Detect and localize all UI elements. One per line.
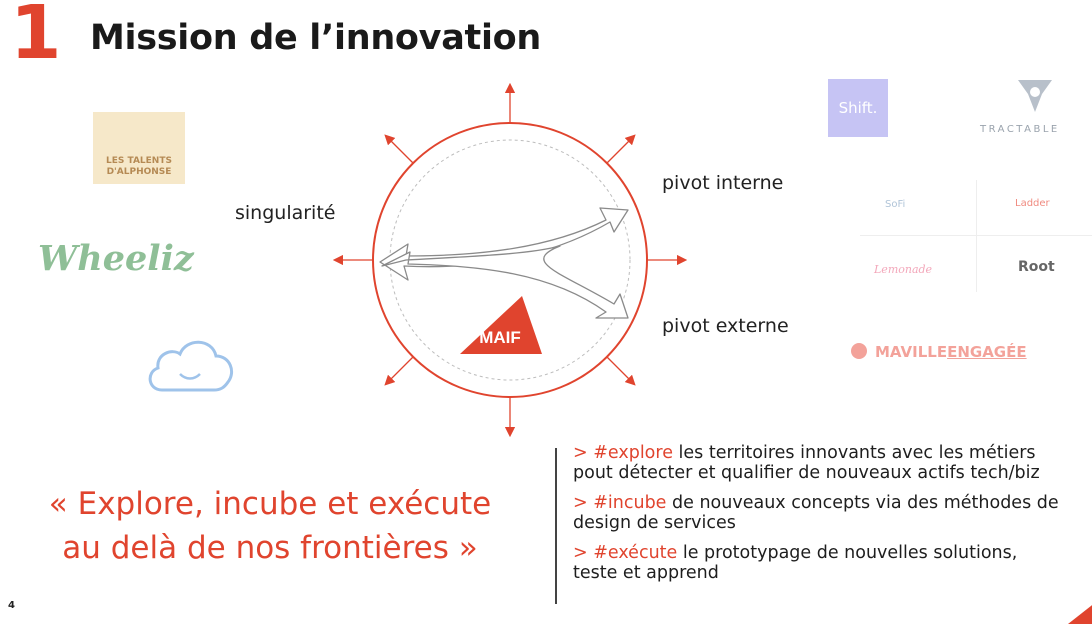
maif-logo: MAIF xyxy=(460,296,542,354)
slide-title: Mission de l’innovation xyxy=(90,18,542,58)
bullet-text: le prototypage de nouvelles solutions, t… xyxy=(573,543,1018,583)
tractable-logo: TRACTABLE xyxy=(980,124,1060,135)
bullet-keyword: #incube xyxy=(593,493,667,513)
label-pivot-externe: pivot externe xyxy=(662,315,789,337)
ladder-logo: Ladder xyxy=(1015,198,1050,209)
logo-grid-divider-v xyxy=(976,180,977,292)
label-singularite: singularité xyxy=(235,202,336,224)
bullet-execute: > #exécute le prototypage de nouvelles s… xyxy=(573,543,1063,583)
innovation-diagram: MAIF xyxy=(332,82,688,438)
root-logo: Root xyxy=(1018,259,1055,275)
vertical-divider xyxy=(555,448,557,604)
bullet-keyword: #explore xyxy=(593,443,673,463)
talents-logo-text: LES TALENTS D'ALPHONSE xyxy=(106,156,172,177)
shift-logo: Shift. xyxy=(828,79,888,137)
lemonade-logo: Lemonade xyxy=(874,263,933,276)
bullet-prefix: > xyxy=(573,543,594,563)
bullet-incube: > #incube de nouveaux concepts via des m… xyxy=(573,493,1063,533)
mission-quote: « Explore, incube et exécute au delà de … xyxy=(20,482,520,570)
talents-alphonse-logo: LES TALENTS D'ALPHONSE xyxy=(93,112,185,184)
bullet-text: les territoires innovants avec les métie… xyxy=(573,443,1040,483)
label-pivot-interne: pivot interne xyxy=(662,172,784,194)
maville-engagee-logo: MAVILLEENGAGÉE xyxy=(851,343,1027,361)
bullet-text: de nouveaux concepts via des méthodes de… xyxy=(573,493,1059,533)
pivot-arrows xyxy=(379,207,629,319)
bullet-prefix: > xyxy=(573,493,594,513)
page-number: 4 xyxy=(8,600,15,611)
bullet-keyword: #exécute xyxy=(593,543,678,563)
section-number: 1 xyxy=(10,0,62,76)
quote-line-1: « Explore, incube et exécute xyxy=(48,486,492,522)
logo-grid-divider-h xyxy=(860,235,1092,236)
bullet-list: > #explore les territoires innovants ave… xyxy=(573,443,1063,593)
tractable-icon xyxy=(1018,80,1052,112)
cloud-icon xyxy=(148,340,233,392)
radial-arrows xyxy=(332,82,688,438)
maif-corner-logo xyxy=(1068,605,1092,624)
wheeliz-logo: Wheeliz xyxy=(38,238,194,279)
maif-text: MAIF xyxy=(479,328,521,347)
bullet-explore: > #explore les territoires innovants ave… xyxy=(573,443,1063,483)
quote-line-2: au delà de nos frontières » xyxy=(62,530,478,566)
bullet-prefix: > xyxy=(573,443,594,463)
maville-accent-text: ENGAGÉE xyxy=(947,343,1027,361)
maville-pin-icon xyxy=(851,343,867,359)
maville-text: MAVILLE xyxy=(875,343,948,361)
inner-dashed-circle xyxy=(389,139,631,381)
sofi-logo: SoFi xyxy=(885,199,906,210)
